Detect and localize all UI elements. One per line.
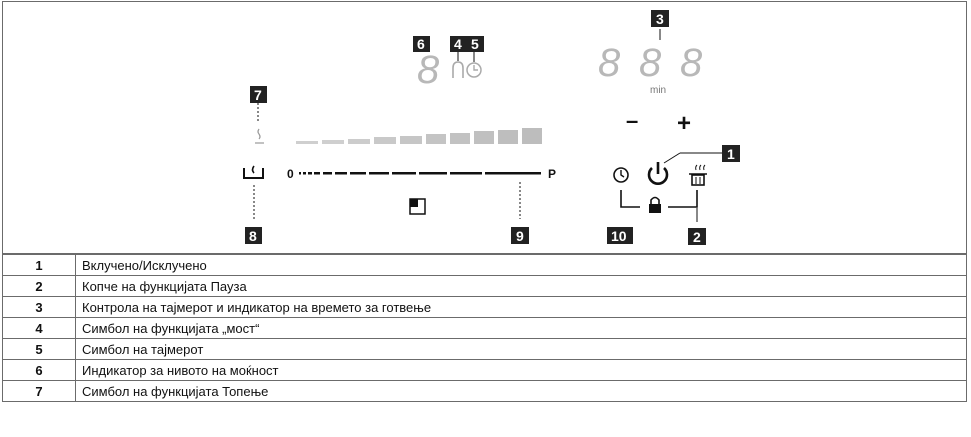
bridge-icon bbox=[452, 61, 464, 78]
diagram-svg: 8 8 8 8 min – + bbox=[243, 10, 740, 245]
power-slider[interactable]: 0 P bbox=[287, 167, 556, 181]
legend-text: Контрола на тајмерот и индикатор на врем… bbox=[75, 296, 967, 318]
svg-text:2: 2 bbox=[693, 229, 701, 245]
table-row: 4 Симбол на функцијата „мост“ bbox=[2, 317, 967, 339]
power-button[interactable] bbox=[647, 162, 669, 185]
power-level-display: 8 bbox=[417, 48, 440, 92]
table-row: 2 Копче на функцијата Пауза bbox=[2, 275, 967, 297]
lock-bracket-right bbox=[668, 190, 698, 208]
legend-text: Копче на функцијата Пауза bbox=[75, 275, 967, 297]
power-bar bbox=[296, 141, 318, 144]
timer-digit-2: 8 bbox=[639, 41, 662, 85]
svg-text:5: 5 bbox=[471, 36, 479, 52]
badge-1: 1 bbox=[722, 145, 740, 162]
badge-10: 10 bbox=[607, 227, 633, 244]
badge-3: 3 bbox=[651, 10, 669, 27]
badge-2: 2 bbox=[688, 228, 706, 245]
table-row: 5 Симбол на тајмерот bbox=[2, 338, 967, 360]
timer-display: 8 8 8 min bbox=[598, 41, 703, 96]
legend-number: 2 bbox=[2, 275, 76, 297]
timer-plus-button[interactable]: + bbox=[677, 110, 691, 137]
svg-text:6: 6 bbox=[417, 36, 425, 52]
power-level-bars bbox=[296, 128, 542, 144]
legend-number: 4 bbox=[2, 317, 76, 339]
power-bar bbox=[426, 134, 446, 144]
badge-9: 9 bbox=[511, 227, 529, 244]
melt-steam-icon bbox=[257, 128, 261, 140]
bridge-function-button[interactable] bbox=[409, 198, 426, 215]
pause-button[interactable] bbox=[689, 164, 707, 186]
legend-number: 5 bbox=[2, 338, 76, 360]
power-bar bbox=[322, 140, 344, 144]
badge-6: 6 bbox=[413, 36, 430, 52]
svg-text:3: 3 bbox=[656, 11, 664, 27]
timer-digit-1: 8 bbox=[598, 41, 621, 85]
badge-5: 5 bbox=[467, 36, 484, 52]
timer-digit-3: 8 bbox=[680, 41, 703, 85]
legend-number: 3 bbox=[2, 296, 76, 318]
table-row: 1 Вклучено/Исклучено bbox=[2, 254, 967, 276]
svg-text:10: 10 bbox=[611, 228, 627, 244]
legend-text: Индикатор за нивото на моќност bbox=[75, 359, 967, 381]
table-row: 7 Симбол на функцијата Топење bbox=[2, 380, 967, 402]
table-row: 3 Контрола на тајмерот и индикатор на вр… bbox=[2, 296, 967, 318]
melt-function-icon[interactable] bbox=[243, 165, 264, 179]
legend-number: 7 bbox=[2, 380, 76, 402]
lock-bracket-left bbox=[620, 190, 640, 208]
svg-text:9: 9 bbox=[516, 228, 524, 244]
badge-4: 4 bbox=[450, 36, 467, 52]
power-bar bbox=[522, 128, 542, 144]
svg-text:4: 4 bbox=[454, 36, 462, 52]
leader-line-1a bbox=[663, 152, 681, 164]
power-level-digit: 8 bbox=[417, 48, 440, 92]
legend-text: Вклучено/Исклучено bbox=[75, 254, 967, 276]
legend-text: Симбол на функцијата „мост“ bbox=[75, 317, 967, 339]
power-bar bbox=[400, 136, 422, 144]
badge-7: 7 bbox=[250, 86, 267, 103]
svg-text:7: 7 bbox=[254, 87, 262, 103]
timer-unit: min bbox=[650, 85, 666, 96]
badge-8: 8 bbox=[245, 227, 262, 244]
slider-end-label: P bbox=[548, 167, 556, 181]
svg-text:8: 8 bbox=[249, 228, 257, 244]
power-bar bbox=[450, 133, 470, 144]
legend-number: 1 bbox=[2, 254, 76, 276]
power-bar bbox=[498, 130, 518, 144]
control-panel-diagram bbox=[2, 1, 967, 254]
legend-text: Симбол на тајмерот bbox=[75, 338, 967, 360]
table-row: 6 Индикатор за нивото на моќност bbox=[2, 359, 967, 381]
slider-start-label: 0 bbox=[287, 167, 294, 181]
power-bar bbox=[374, 137, 396, 144]
timer-symbol-icon bbox=[466, 62, 482, 78]
legend-table: 1 Вклучено/Исклучено 2 Копче на функција… bbox=[2, 254, 967, 402]
power-bar bbox=[474, 131, 494, 144]
lock-icon bbox=[649, 196, 661, 213]
svg-text:1: 1 bbox=[727, 146, 735, 162]
legend-number: 6 bbox=[2, 359, 76, 381]
power-bar bbox=[348, 139, 370, 144]
legend-text: Симбол на функцијата Топење bbox=[75, 380, 967, 402]
timer-button[interactable] bbox=[613, 167, 629, 183]
timer-minus-button[interactable]: – bbox=[626, 108, 638, 133]
